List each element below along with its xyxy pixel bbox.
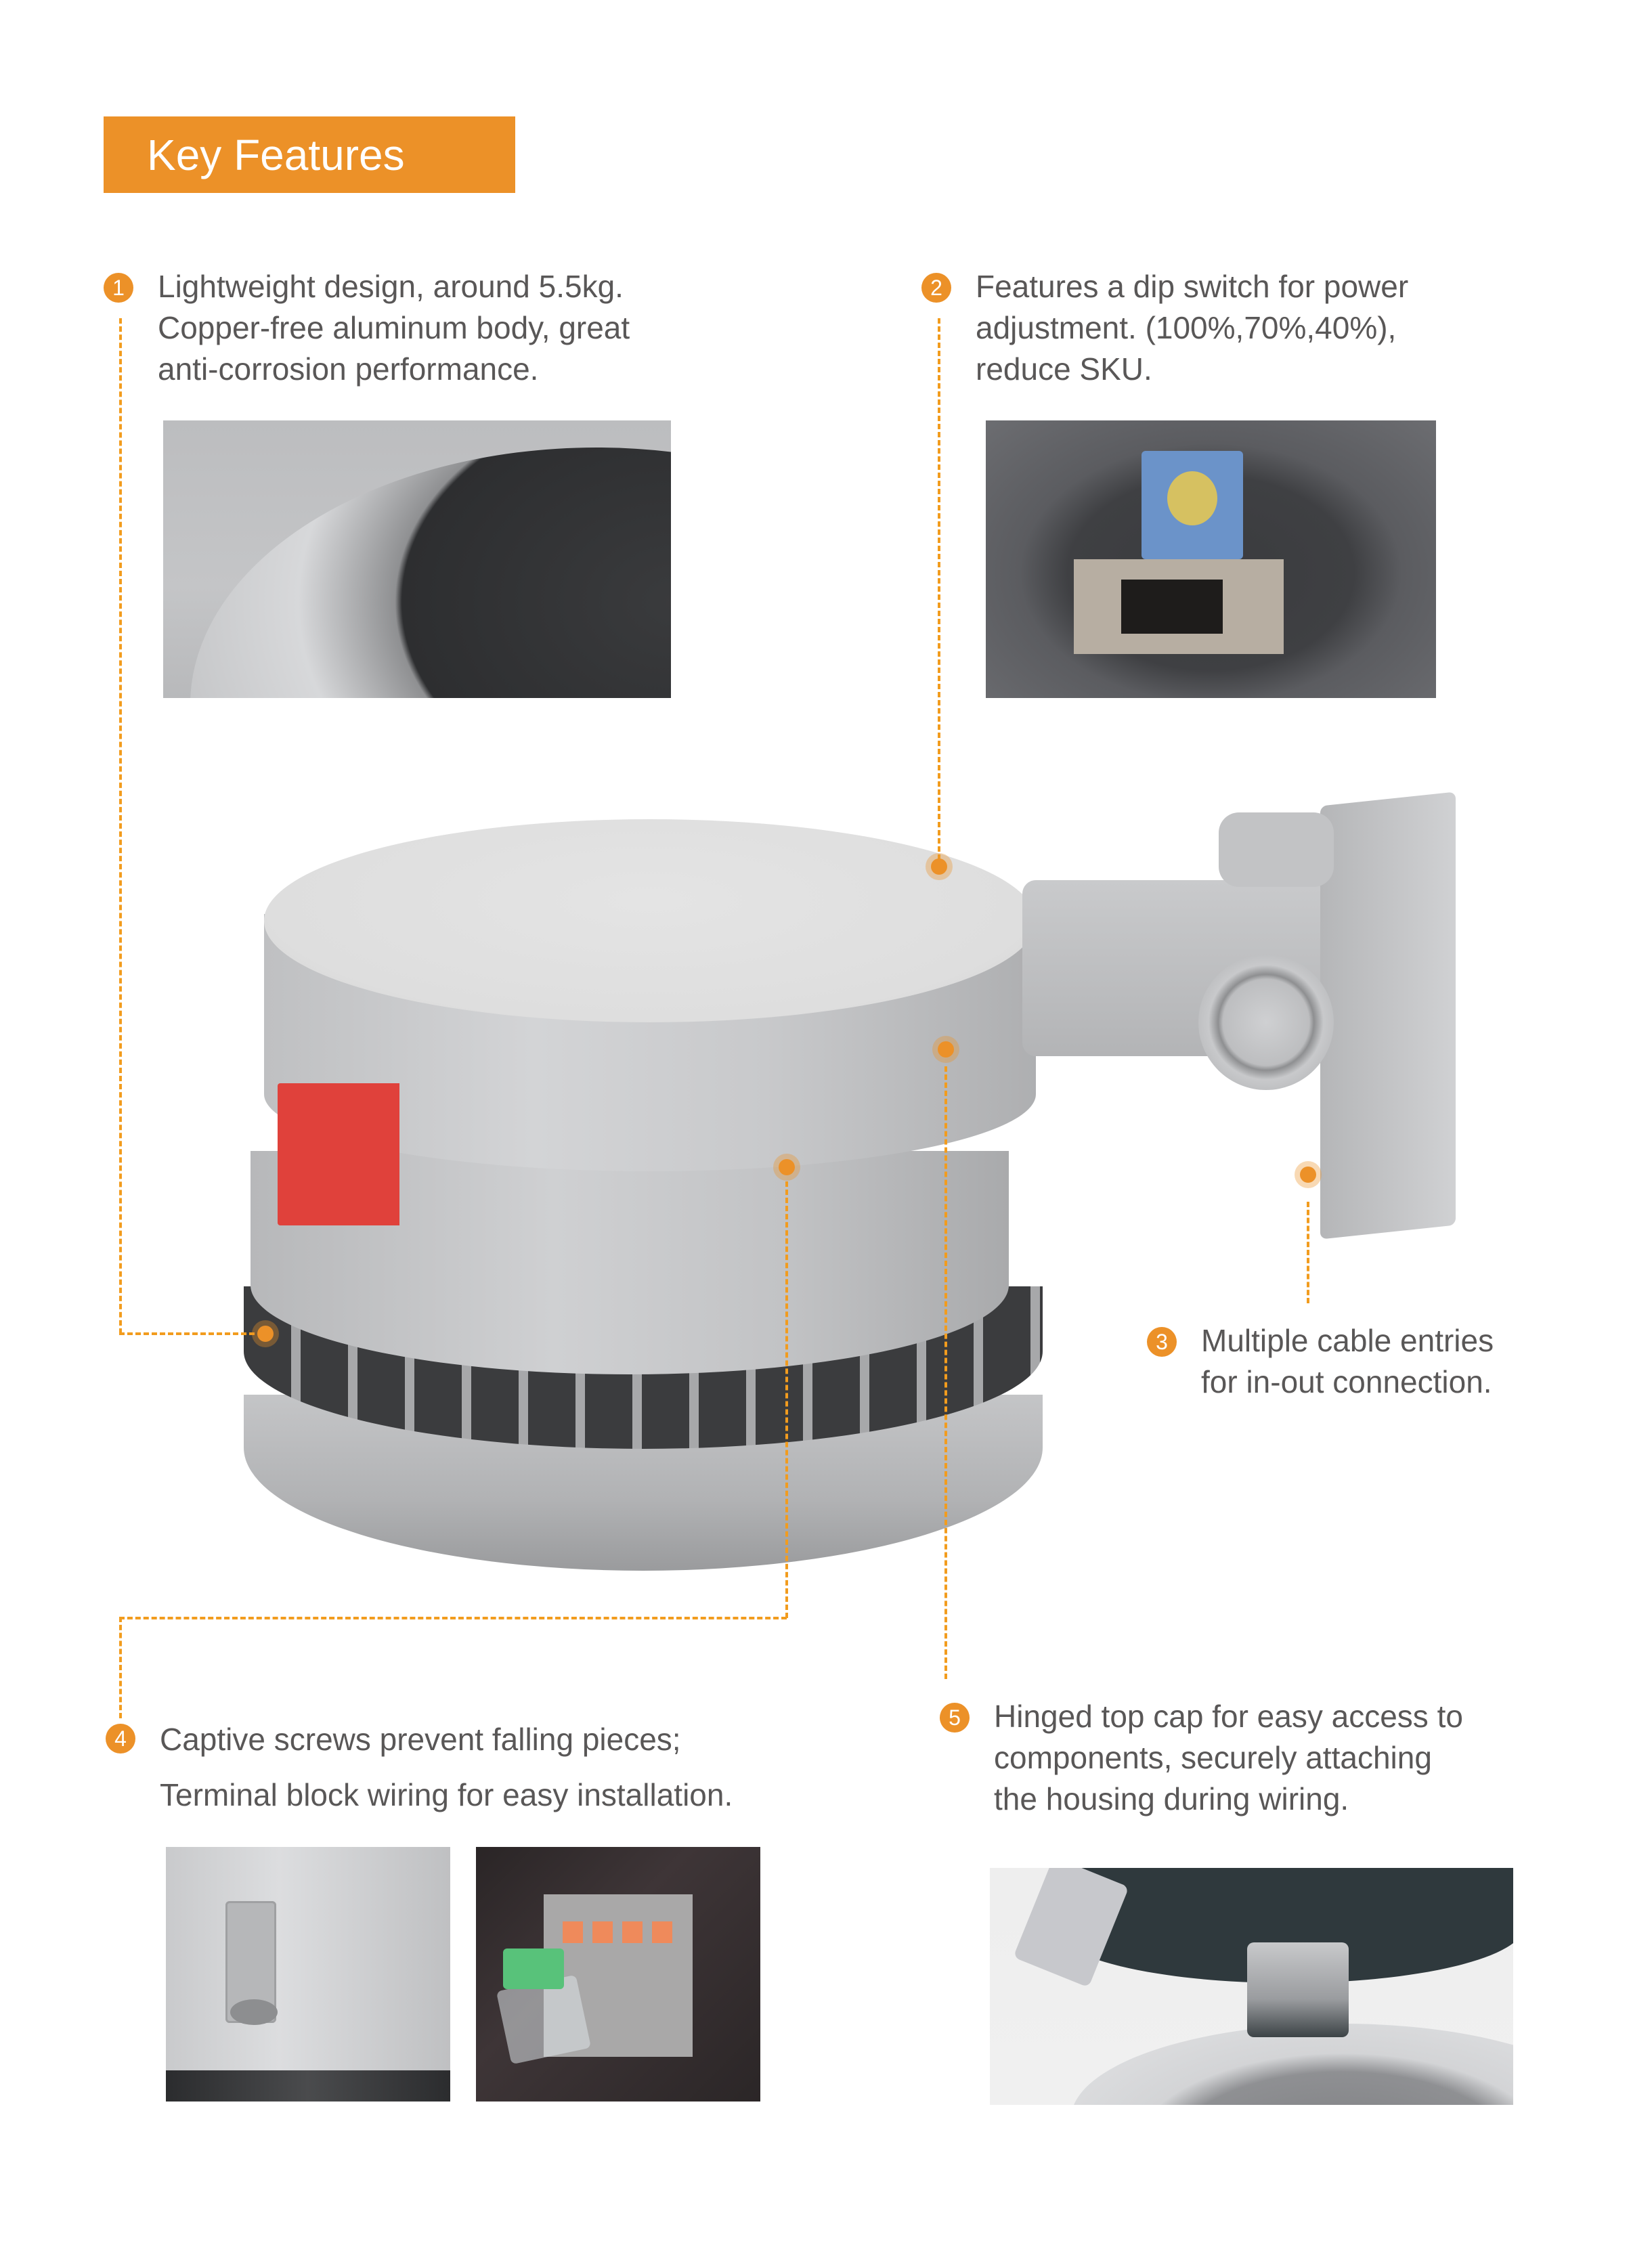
fins-base-shape xyxy=(166,2070,450,2102)
product-wall-bracket xyxy=(1022,791,1490,1240)
feature-5-text: Hinged top cap for easy access to compon… xyxy=(994,1699,1463,1816)
leader-line-2 xyxy=(938,318,940,860)
terminal-lever xyxy=(563,1921,583,1943)
bracket-plate xyxy=(1320,791,1456,1240)
bracket-hex-plug xyxy=(1198,955,1334,1090)
terminal-block-photo xyxy=(476,1847,760,2102)
number-badge-1: 1 xyxy=(104,273,133,303)
number-badge-4: 4 xyxy=(106,1724,135,1754)
product-red-label xyxy=(278,1083,399,1225)
slide-switch-shape xyxy=(1074,559,1284,654)
terminal-lever xyxy=(592,1921,613,1943)
feature-2: 2 Features a dip switch for power adjust… xyxy=(921,266,1408,390)
hotspot-1 xyxy=(252,1320,279,1347)
rotary-switch-shape xyxy=(1142,451,1243,559)
leader-line-5 xyxy=(944,1066,947,1679)
hotspot-5 xyxy=(932,1036,959,1063)
feature-1-text: Lightweight design, around 5.5kg. Copper… xyxy=(158,269,630,387)
leader-line-4-horizontal xyxy=(119,1617,787,1619)
leader-line-4-vertical xyxy=(785,1181,788,1618)
product-image xyxy=(223,791,1496,1584)
hotspot-4 xyxy=(773,1154,800,1181)
dip-switch-photo xyxy=(986,420,1436,698)
hinge-barrel-shape xyxy=(1247,1942,1349,2037)
connector-levers-shape xyxy=(503,1948,564,1989)
number-badge-2: 2 xyxy=(921,273,951,303)
number-badge-5: 5 xyxy=(940,1703,970,1733)
number-badge-3: 3 xyxy=(1147,1327,1177,1357)
hinge-arm-shape xyxy=(1013,1868,1129,1988)
leader-line-1-vertical xyxy=(119,318,122,1334)
section-header: Key Features xyxy=(104,116,515,193)
screw-washer-shape xyxy=(230,1999,278,2025)
terminal-lever xyxy=(652,1921,672,1943)
feature-4: 4 Captive screws prevent falling pieces;… xyxy=(106,1717,733,1823)
fins-shape xyxy=(190,448,671,698)
slide-switch-slot xyxy=(1121,580,1223,634)
feature-2-text: Features a dip switch for power adjustme… xyxy=(976,269,1409,387)
feature-3: 3 Multiple cable entries for in-out conn… xyxy=(1147,1320,1494,1403)
leader-line-3 xyxy=(1307,1202,1309,1303)
heat-sink-fins-photo xyxy=(163,420,671,698)
leader-line-4-drop xyxy=(119,1617,122,1718)
bracket-cable-entry-top xyxy=(1219,812,1334,887)
feature-5: 5 Hinged top cap for easy access to comp… xyxy=(940,1696,1463,1820)
feature-3-text: Multiple cable entries for in-out connec… xyxy=(1201,1323,1494,1399)
captive-screw-photo xyxy=(166,1847,450,2102)
leader-line-1-horizontal xyxy=(119,1332,255,1335)
hotspot-2 xyxy=(926,853,953,880)
feature-4-text: Captive screws prevent falling pieces; T… xyxy=(160,1722,733,1812)
hotspot-3 xyxy=(1295,1161,1322,1188)
page-title: Key Features xyxy=(147,130,405,179)
terminal-lever xyxy=(622,1921,643,1943)
feature-1: 1 Lightweight design, around 5.5kg. Copp… xyxy=(104,266,630,390)
hinge-photo xyxy=(990,1868,1513,2105)
product-top-cap xyxy=(264,819,1036,1022)
